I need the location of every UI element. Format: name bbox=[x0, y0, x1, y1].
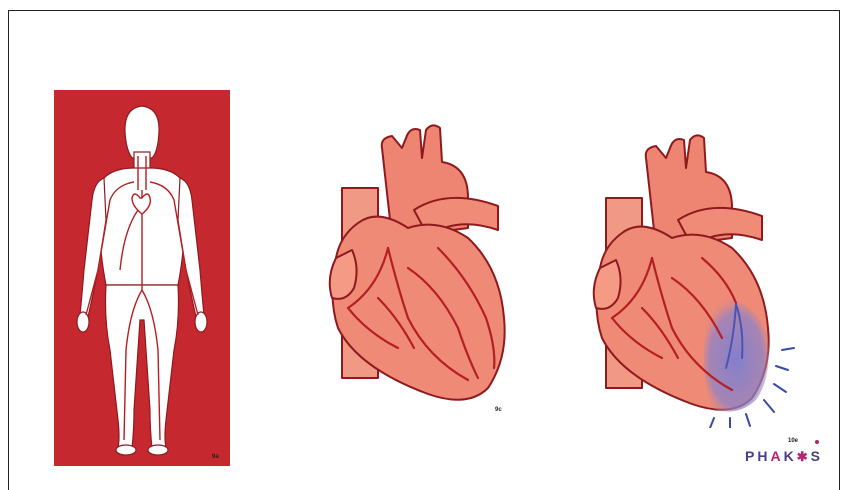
human-body-illustration bbox=[54, 90, 230, 466]
logo-text-part-5: S bbox=[811, 448, 823, 464]
figure-label-9a: 9a bbox=[212, 454, 219, 460]
heart-attack-illustration bbox=[586, 128, 796, 428]
figure-label-10e: 10e bbox=[788, 438, 798, 444]
pharos-logo: PHAK✱S bbox=[745, 448, 823, 465]
logo-text-part-2: A bbox=[770, 448, 783, 464]
healthy-heart-illustration bbox=[318, 118, 518, 408]
figure-label-9c: 9c bbox=[495, 407, 502, 413]
logo-text-part-1: PH bbox=[745, 448, 770, 464]
logo-dot-icon bbox=[815, 440, 819, 444]
logo-star-icon: ✱ bbox=[797, 449, 811, 464]
circulatory-body-panel: 9a bbox=[54, 90, 230, 466]
logo-text-part-3: K bbox=[784, 448, 797, 464]
